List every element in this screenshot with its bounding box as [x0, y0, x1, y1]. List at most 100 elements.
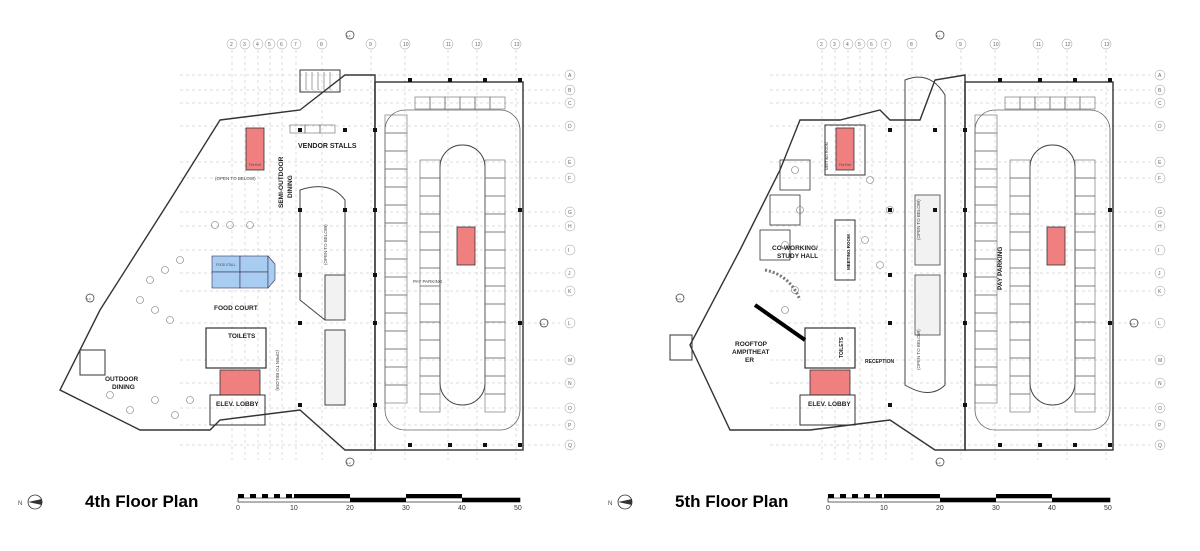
- label-open-to-below-1: (OPEN TO BELOW): [215, 176, 256, 181]
- label-open-to-below-1: (OPEN TO BELOW): [916, 199, 921, 240]
- parking-ramp: [439, 144, 486, 406]
- fire-exit-stair-parking: [1046, 226, 1066, 266]
- label-ampitheat: AMPITHEAT: [732, 349, 769, 356]
- grid-row-label: B: [568, 88, 572, 94]
- food-stalls: [211, 255, 276, 289]
- grid-column-label: 8: [910, 42, 913, 48]
- grid-row-label: D: [1158, 124, 1162, 130]
- grid-row-label: I: [1158, 248, 1159, 254]
- grid-column-label: 9: [959, 42, 962, 48]
- svg-text:20: 20: [346, 505, 354, 512]
- building-outline: [59, 74, 376, 451]
- label-food-stall: FOOD STALL: [216, 263, 236, 267]
- svg-text:40: 40: [458, 505, 466, 512]
- grid-column-label: 5: [858, 42, 861, 48]
- label-toilets: TOILETS: [839, 336, 845, 358]
- grid-column-label: 12: [475, 42, 481, 48]
- grid-row-label: G: [568, 210, 572, 216]
- label-elev-lobby: ELEV. LOBBY: [808, 401, 851, 408]
- building-outline: [689, 74, 966, 451]
- fire-exit-stair-lobby: [809, 369, 851, 396]
- svg-text:30: 30: [402, 505, 410, 512]
- parking-deck: [964, 81, 1114, 451]
- grid-row-label: J: [1158, 271, 1161, 277]
- grid-column-label: 2: [230, 42, 233, 48]
- label-study-hall: STUDY HALL: [777, 253, 818, 260]
- grid-row-label: A: [1158, 73, 1162, 79]
- label-rooftop: ROOFTOP: [735, 341, 768, 348]
- grid-column-label: 11: [446, 42, 451, 48]
- label-pay-parking: PAY PARKING: [997, 247, 1004, 290]
- svg-text:S-4: S-4: [540, 322, 545, 326]
- grid-row-label: L: [1158, 321, 1161, 327]
- section-marks: S-1 S-2 S-3 S-4: [85, 30, 549, 467]
- grid-row-label: O: [1158, 406, 1162, 412]
- label-outdoor-dining: DINING: [112, 384, 135, 391]
- svg-text:S-3: S-3: [676, 297, 681, 301]
- svg-text:20: 20: [936, 505, 944, 512]
- grid-column-label: 13: [514, 42, 520, 48]
- fire-exit-stair-parking: [456, 226, 476, 266]
- grid-row-label: K: [568, 289, 572, 295]
- grid-row-label: G: [1158, 210, 1162, 216]
- parking-deck: [374, 81, 524, 451]
- grid-row-label: M: [568, 358, 572, 364]
- label-semi-outdoor: SEMI-OUTDOOR: [278, 156, 285, 208]
- svg-text:N: N: [18, 501, 22, 507]
- label-meeting-room: MEETING ROOM: [846, 234, 851, 270]
- grid-row-label: K: [1158, 289, 1162, 295]
- grid-column-label: 6: [280, 42, 283, 48]
- grid-row-label: H: [1158, 224, 1162, 230]
- svg-text:0: 0: [236, 505, 240, 512]
- parking-ramp: [1029, 144, 1076, 406]
- label-meeting-room-2: MEETING ROOM: [825, 142, 829, 170]
- grid-row-label: I: [568, 248, 569, 254]
- svg-text:50: 50: [1104, 505, 1112, 512]
- grid-row-label: B: [1158, 88, 1162, 94]
- label-open-to-below-3: (OPEN TO BELOW): [275, 350, 280, 391]
- fire-exit-stair-lobby: [219, 369, 261, 396]
- grid-row-label: L: [568, 321, 571, 327]
- label-er: ER: [745, 357, 754, 364]
- label-open-to-below-2: (OPEN TO BELOW): [323, 224, 328, 265]
- grid-column-label: 2: [820, 42, 823, 48]
- scale-bar: 0 10 20 30 40 50: [826, 494, 1112, 512]
- grid-row-label: D: [568, 124, 572, 130]
- grid-column-label: 5: [268, 42, 271, 48]
- grid-column-label: 3: [833, 42, 836, 48]
- svg-text:N: N: [608, 501, 612, 507]
- label-coworking: CO-WORKING/: [772, 245, 818, 252]
- grid-column-label: 4: [846, 42, 849, 48]
- label-open-to-below-2: (OPEN TO BELOW): [916, 329, 921, 370]
- grid-column-label: 10: [993, 42, 999, 48]
- grid-column-label: 4: [256, 42, 259, 48]
- grid-row-label: O: [568, 406, 572, 412]
- grid-row-label: E: [1158, 160, 1162, 166]
- grid-column-label: 12: [1065, 42, 1071, 48]
- grid-column-label: 7: [884, 42, 887, 48]
- label-elev-lobby: ELEV. LOBBY: [216, 401, 259, 408]
- svg-text:10: 10: [290, 505, 298, 512]
- grid-row-label: N: [568, 381, 572, 387]
- fire-exit-stair-north: [245, 127, 265, 171]
- meeting-room-top: [824, 124, 866, 176]
- grid-row-label: A: [568, 73, 572, 79]
- grid-row-label: N: [1158, 381, 1162, 387]
- north-arrow-icon: N: [18, 494, 43, 510]
- label-toilets: TOILETS: [228, 333, 256, 340]
- grid-column-label: 3: [243, 42, 246, 48]
- grid-column-label: 9: [369, 42, 372, 48]
- svg-text:S-2: S-2: [936, 461, 941, 465]
- svg-text:S-1: S-1: [346, 34, 351, 38]
- svg-text:0: 0: [826, 505, 830, 512]
- svg-text:S-4: S-4: [1130, 322, 1135, 326]
- label-outdoor: OUTDOOR: [105, 376, 139, 383]
- svg-text:30: 30: [992, 505, 1000, 512]
- grid-row-label: P: [1158, 423, 1162, 429]
- grid-column-label: 11: [1036, 42, 1041, 48]
- meeting-room-side: [834, 219, 856, 281]
- plan-title: 5th Floor Plan: [675, 492, 789, 511]
- svg-text:40: 40: [1048, 505, 1056, 512]
- grid-row-label: F: [568, 176, 571, 182]
